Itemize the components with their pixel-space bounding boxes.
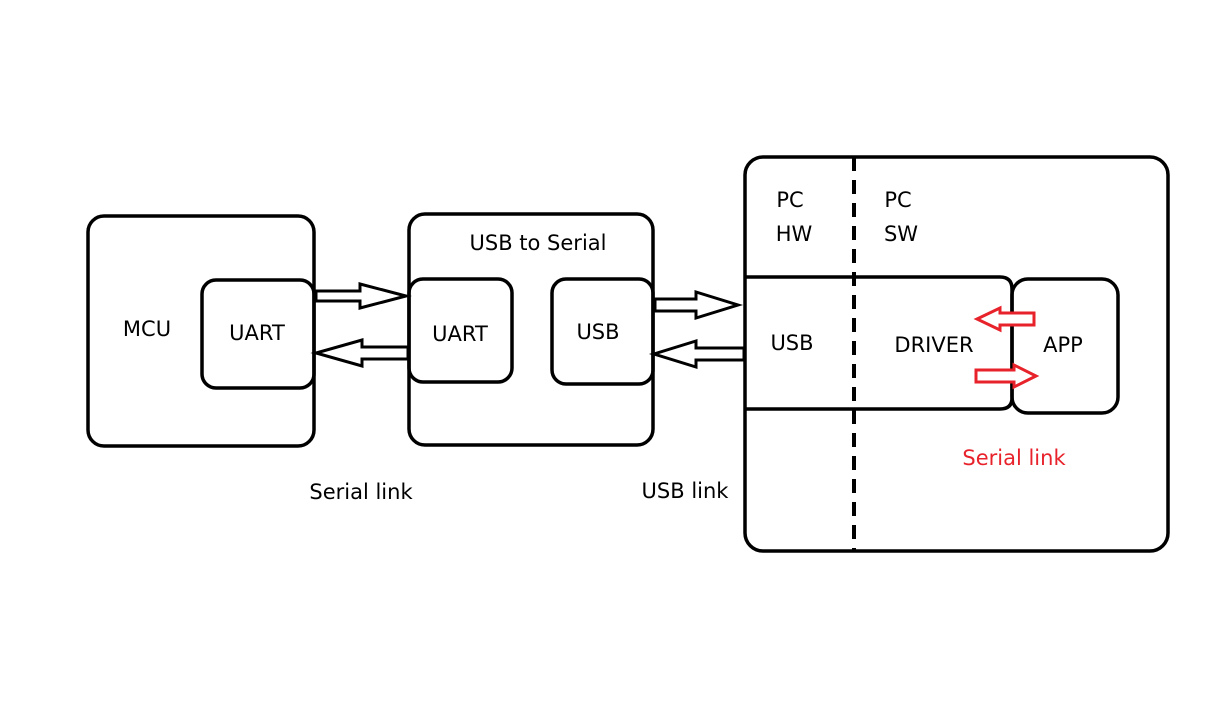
pc-block: PC HW PC SW USB DRIVER APP Serial link — [743, 155, 1170, 553]
mcu-uart-label: UART — [229, 321, 285, 345]
pc-driver-label: DRIVER — [894, 333, 973, 357]
mcu-label: MCU — [123, 317, 171, 341]
serial-link-arrows — [310, 282, 412, 368]
pc-hw-label-line2: HW — [776, 222, 813, 246]
pc-sw-label-line2: SW — [884, 222, 918, 246]
mcu-block: MCU UART — [86, 214, 316, 448]
usb-link-label: USB link — [642, 479, 730, 503]
usb-link-arrows — [648, 289, 746, 370]
converter-uart-box — [407, 277, 514, 384]
converter-usb-label: USB — [576, 320, 619, 344]
pc-box — [743, 155, 1170, 553]
pc-sw-label-line1: PC — [884, 188, 911, 212]
usb-tx-arrow — [653, 289, 744, 321]
converter-usb-box — [550, 277, 655, 386]
app-label: APP — [1043, 333, 1083, 357]
virtual-serial-link-label: Serial link — [962, 446, 1066, 470]
converter-title: USB to Serial — [470, 231, 607, 255]
usb-rx-arrow — [648, 338, 746, 370]
usb-serial-converter-block: USB to Serial UART USB — [407, 212, 655, 447]
driver-to-app-arrow — [974, 362, 1040, 390]
serial-link-label: Serial link — [309, 480, 413, 504]
converter-uart-label: UART — [432, 322, 488, 346]
app-to-driver-arrow — [973, 305, 1036, 333]
uart-tx-arrow — [314, 282, 412, 310]
uart-rx-arrow — [310, 338, 410, 368]
mcu-uart-box — [200, 278, 316, 390]
pc-hw-label-line1: PC — [776, 188, 803, 212]
pc-usb-label: USB — [770, 331, 813, 355]
app-box — [1010, 277, 1120, 415]
